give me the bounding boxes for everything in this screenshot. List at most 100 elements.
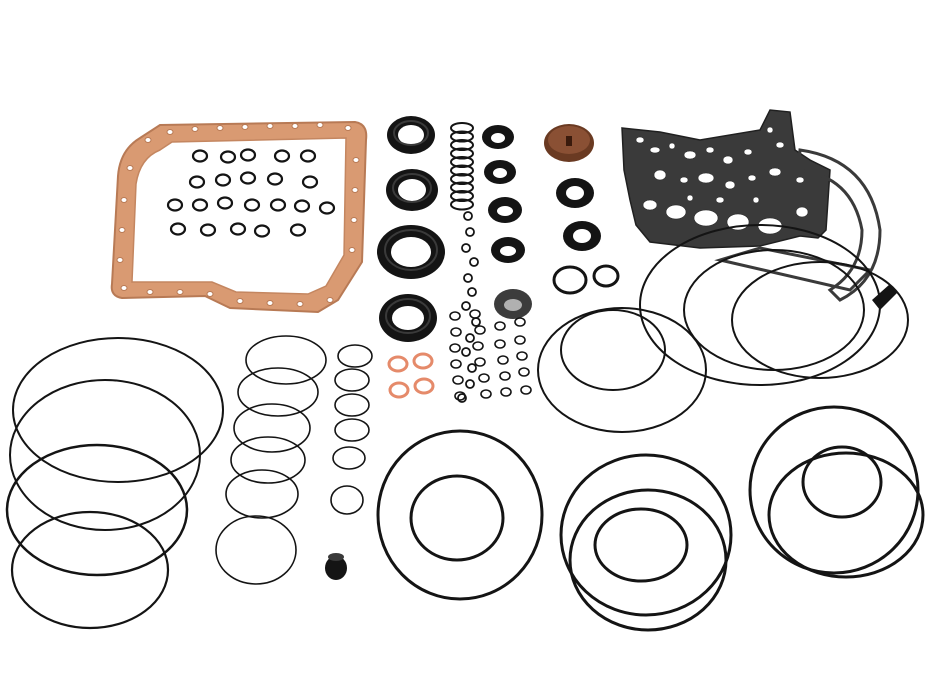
o-ring [289,223,307,237]
square-seal [494,289,532,319]
o-ring [514,335,526,345]
bolt-hole [241,124,249,130]
bolt-hole [216,125,224,131]
bolt-hole [351,187,359,193]
gasket-hole [705,146,715,154]
large-o-ring [409,474,505,562]
gasket-hole [649,146,661,154]
bolt-hole [146,289,154,295]
o-ring [269,198,287,212]
o-ring [474,325,486,335]
copper-washers [387,352,435,399]
o-ring [450,327,462,337]
o-ring [219,150,237,164]
small-lip-seal [556,178,594,208]
o-ring [450,181,474,194]
o-ring [229,222,247,236]
o-ring [450,198,474,211]
bolt-hole [344,125,352,131]
bolt-hole [118,227,126,233]
o-ring [450,359,462,369]
o-ring [465,227,475,237]
o-ring [318,201,336,215]
large-o-ring [767,451,925,579]
gasket-hole [743,148,753,156]
gasket-hole [766,126,774,134]
o-ring [461,301,471,311]
large-o-ring [10,510,170,630]
gasket-hole [693,209,719,227]
square-seal [482,125,514,149]
gasket-hole [715,196,725,204]
large-o-ring [233,403,311,453]
small-lip-seal [563,221,601,251]
gasket-hole [795,206,809,218]
large-o-ring [215,515,297,585]
o-ring [474,357,486,367]
large-orings [5,224,925,632]
bolt-hole [206,291,214,297]
o-ring [214,173,232,187]
bolt-hole [348,247,356,253]
gasket-hole [697,172,715,184]
o-ring [239,171,257,185]
bolt-hole [316,122,324,128]
o-ring [467,363,477,373]
large-o-ring [225,469,299,519]
large-o-ring [559,453,733,617]
o-ring [191,198,209,212]
o-ring [450,190,474,202]
o-ring [465,333,475,343]
bolt-hole [176,289,184,295]
large-o-ring [334,418,370,442]
large-o-ring [801,445,883,519]
o-ring [461,243,471,253]
pan-gasket-bolt-holes [116,122,360,307]
gasket-hole [642,199,658,211]
o-ring [450,147,474,160]
large-o-ring [560,309,666,391]
large-o-ring [731,261,909,379]
o-ring [450,164,474,177]
o-ring [450,156,474,168]
o-ring [449,311,461,321]
gasket-hole [653,169,667,181]
large-o-ring [330,485,364,515]
bolt-hole [352,157,360,163]
o-ring [301,175,319,189]
square-seal [488,197,522,223]
o-ring [514,317,526,327]
o-ring [216,196,234,210]
rubber-boot [325,553,347,580]
o-ring [188,175,206,189]
bolt-hole [291,123,299,129]
o-ring [169,222,187,236]
bolt-hole [120,197,128,203]
oil-pan-gasket [110,120,368,314]
o-ring [450,122,474,134]
gasket-hole [722,155,734,165]
bolt-hole [116,257,124,263]
o-ring [499,371,511,381]
o-ring [516,351,528,361]
bolt-hole [120,285,128,291]
large-o-ring [332,446,366,470]
valve-body-gasket-holes [635,126,809,235]
o-ring [478,373,490,383]
o-ring [273,149,291,163]
gasket-hole [768,167,782,177]
o-ring [457,393,467,403]
small-ring-stack [450,122,481,403]
pan-area-small-orings [166,148,336,238]
bolt-hole [350,217,358,223]
vb-gasket-arc [796,148,882,302]
large-o-ring [12,337,224,483]
bolt-hole [296,301,304,307]
bolt-hole [166,129,174,135]
o-ring [450,139,474,151]
o-ring [239,148,257,162]
o-ring [449,343,461,353]
o-ring [199,223,217,237]
large-o-ring [230,436,306,484]
